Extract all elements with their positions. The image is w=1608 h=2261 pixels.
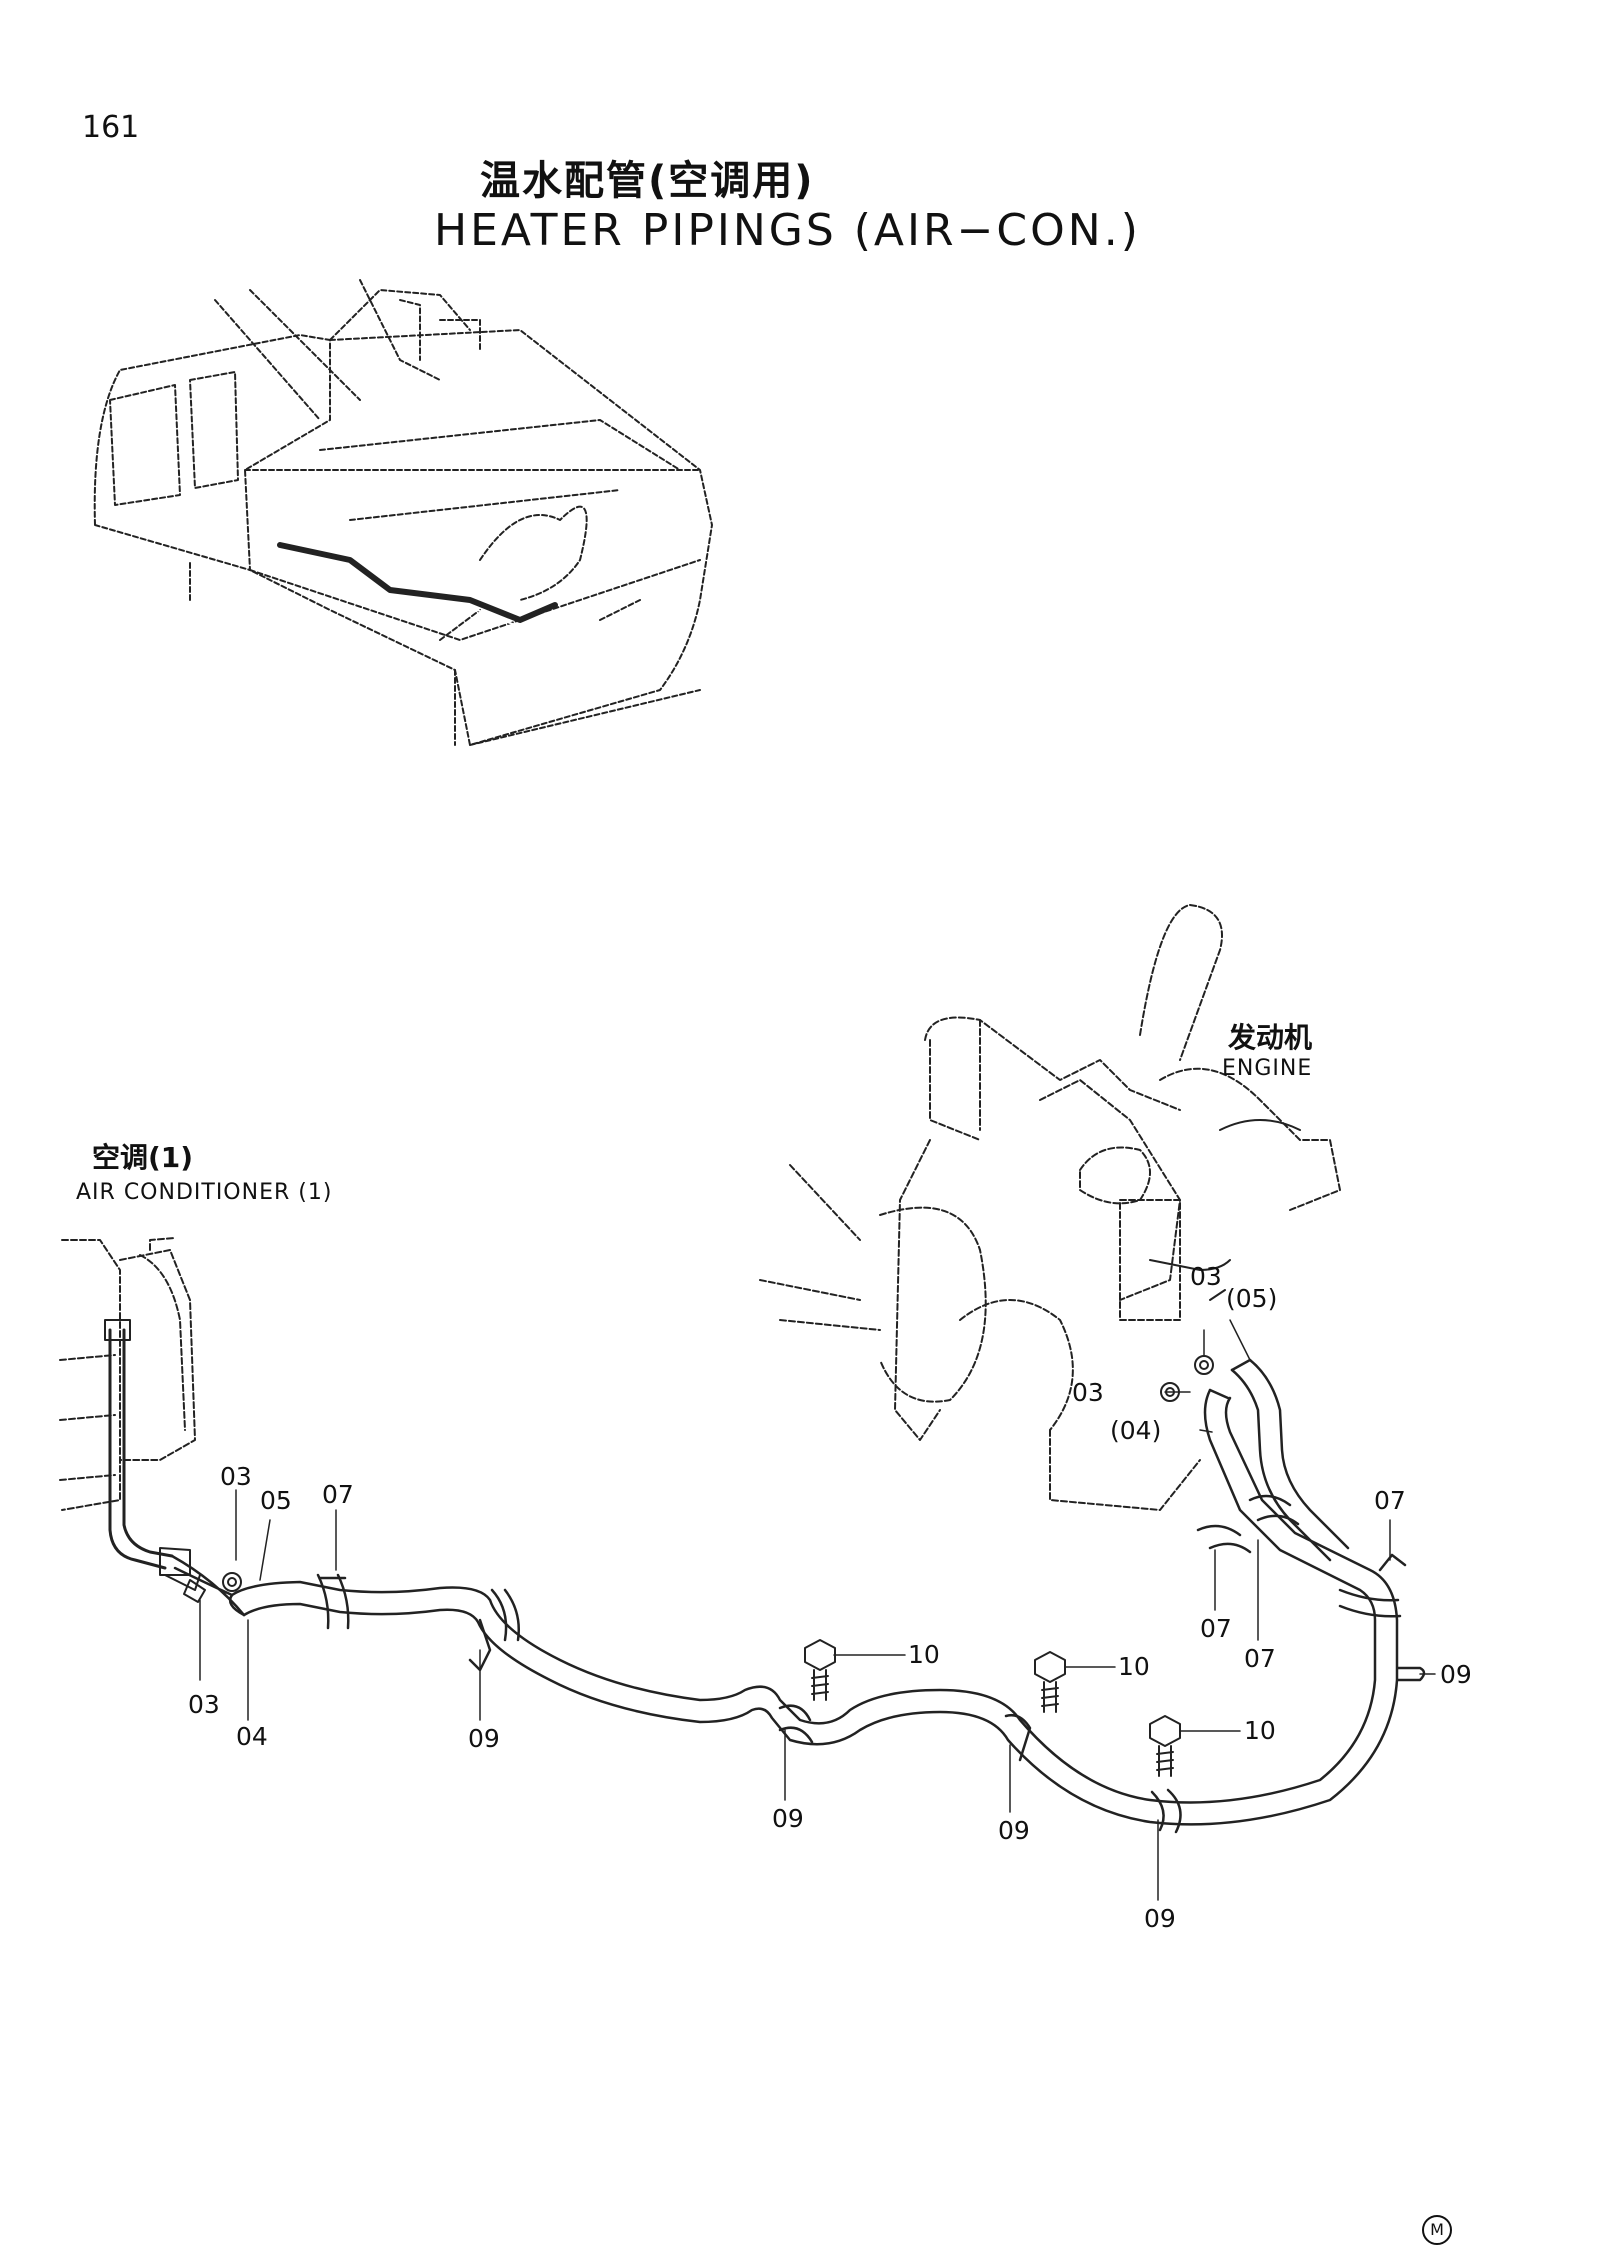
- manufacturer-mark: M: [1422, 2215, 1452, 2245]
- callout-07: 07: [1374, 1486, 1406, 1515]
- heater-hose: [170, 1358, 1399, 1826]
- leader-lines: [199, 1319, 1436, 1901]
- callout-03: 03: [1190, 1262, 1222, 1291]
- hose-clamps: [316, 1494, 1426, 1834]
- aircon-label-chinese: 空调(1): [92, 1141, 194, 1174]
- callout-07: 07: [1244, 1644, 1276, 1673]
- callout-05: 05: [260, 1486, 292, 1515]
- callout-09: 09: [772, 1804, 804, 1833]
- callout-03: 03: [220, 1462, 252, 1491]
- aircon-label-english: AIR CONDITIONER (1): [76, 1180, 333, 1205]
- title-chinese: 温水配管(空调用): [480, 158, 815, 204]
- callout-09: 09: [1440, 1660, 1472, 1689]
- callout-09: 09: [998, 1816, 1030, 1845]
- callout-07: 07: [1200, 1614, 1232, 1643]
- nuts: [183, 1355, 1214, 1603]
- engine-label-english: ENGINE: [1222, 1056, 1313, 1081]
- callout-09: 09: [468, 1724, 500, 1753]
- callout-04: 04: [236, 1722, 268, 1751]
- callout-03: 03: [188, 1690, 220, 1719]
- air-conditioner-unit: [59, 1237, 196, 1511]
- callout-09: 09: [1144, 1904, 1176, 1933]
- callout-10: 10: [1244, 1716, 1276, 1745]
- excavator-overview: [93, 279, 713, 746]
- bolts: [804, 1639, 1181, 1777]
- engine-label-chinese: 发动机: [1228, 1021, 1313, 1054]
- callout-07: 07: [322, 1480, 354, 1509]
- callout-04: (04): [1110, 1416, 1162, 1445]
- page-number: 161: [82, 110, 140, 145]
- callout-10: 10: [1118, 1652, 1150, 1681]
- callout-10: 10: [908, 1640, 940, 1669]
- callout-03: 03: [1072, 1378, 1104, 1407]
- engine-block: [759, 904, 1341, 1511]
- title-english: HEATER PIPINGS (AIR−CON.): [434, 205, 1141, 256]
- callout-05: (05): [1226, 1284, 1278, 1313]
